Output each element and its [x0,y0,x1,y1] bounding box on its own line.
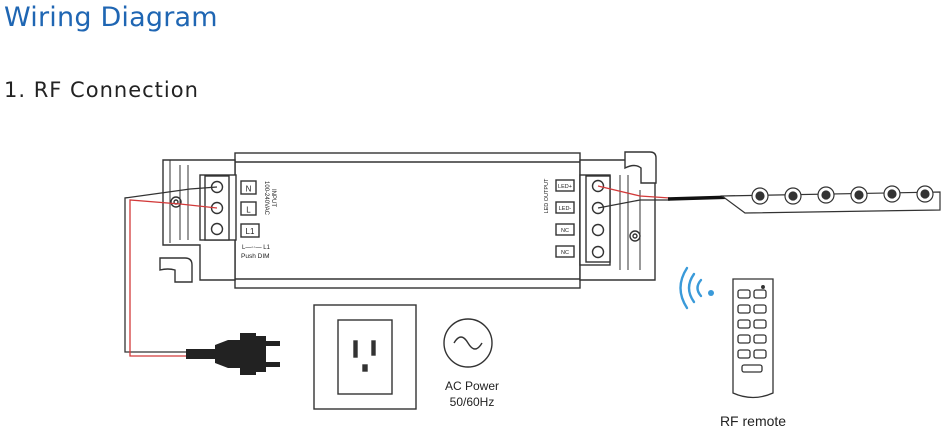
section-title: 1. RF Connection [4,78,199,102]
ac-power-label: AC Power [445,379,499,393]
terminal-nc2-label: NC [561,250,569,256]
ac-input-wires [124,186,218,357]
terminal-l-label: L [246,206,251,215]
terminal-l1-label: L1 [246,227,255,236]
page-title: Wiring Diagram [4,2,218,33]
terminal-nc1-label: NC [561,228,569,234]
wall-outlet-icon [313,304,417,410]
input-voltage-label: 100-240VAC [263,181,269,216]
led-driver [159,151,657,289]
rf-remote-icon [732,278,774,399]
rf-remote-label: RF remote [720,413,786,429]
driver-labels: N L L1 INPUT 100-240VAC L—◦◦— L1 Push DI… [241,178,572,260]
push-dim-label: Push DIM [241,253,270,260]
output-label: LED OUTPUT [544,178,550,213]
led-output-wires [597,185,671,209]
wireless-signal-icon [679,266,714,310]
output-terminal-block [555,175,611,263]
ac-frequency-label: 50/60Hz [450,395,495,409]
ac-sine-icon [443,318,493,368]
terminal-led-minus-label: LED- [559,206,572,212]
terminal-led-plus-label: LED+ [558,184,572,190]
led-strip [720,185,941,214]
led-chip [751,185,934,205]
input-label: INPUT [270,189,276,207]
push-dim-symbol: L—◦◦— L1 [242,245,271,251]
terminal-n-label: N [246,185,252,194]
ac-plug-icon [186,333,280,375]
